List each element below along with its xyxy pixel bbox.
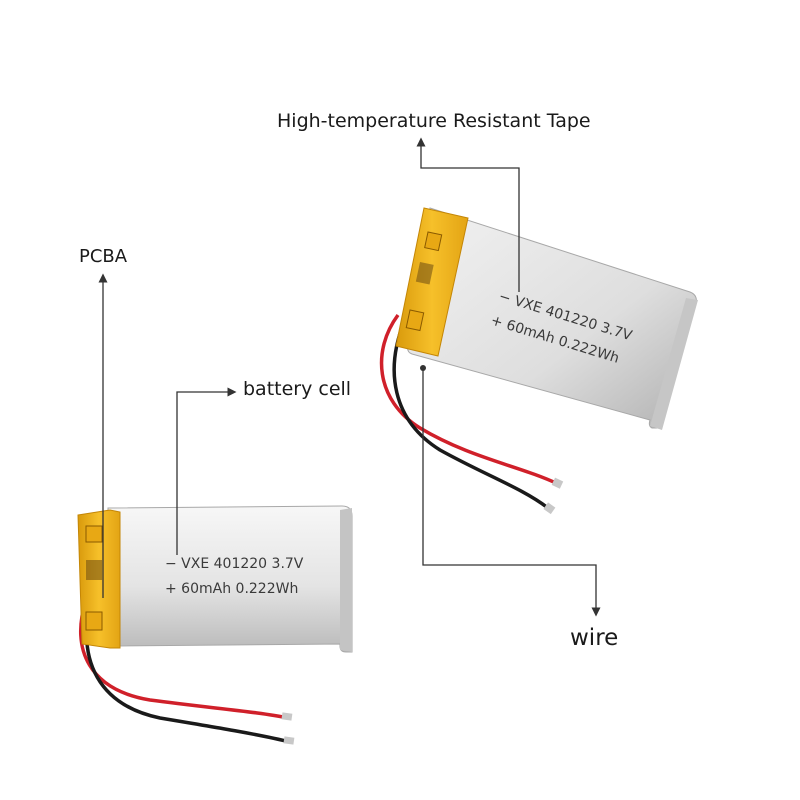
wire-tip-1a	[281, 712, 293, 721]
red-wire-2	[379, 313, 559, 486]
label-pcba: PCBA	[79, 246, 128, 267]
leader-tape	[416, 137, 520, 292]
battery-1-line1: − VXE 401220 3.7V	[165, 556, 304, 572]
pcba-component-1b	[86, 560, 102, 580]
leader-battery-cell	[176, 387, 237, 555]
battery-1: − VXE 401220 3.7V + 60mAh 0.222Wh	[77, 505, 353, 745]
cell-edge-2	[650, 298, 698, 430]
cell-edge-1	[340, 508, 352, 652]
battery-2: − VXE 401220 3.7V + 60mAh 0.222Wh	[379, 207, 698, 515]
cell-body-1	[107, 505, 353, 653]
battery-1-line2: + 60mAh 0.222Wh	[165, 581, 298, 597]
leader-wire	[422, 368, 601, 617]
label-battery-cell: battery cell	[243, 378, 352, 400]
pcba-component-2c	[405, 309, 425, 332]
wire-tip-2a	[551, 477, 564, 489]
pcba-component-2a	[424, 231, 443, 252]
wire-tip-2b	[543, 502, 556, 515]
label-tape: High-temperature Resistant Tape	[277, 110, 591, 132]
cell-body-2	[407, 207, 697, 429]
wire-tip-1b	[283, 736, 295, 745]
label-wire: wire	[570, 625, 619, 651]
pcba-component-1a	[85, 525, 103, 543]
pcba-component-1c	[85, 611, 103, 631]
pcba-component-2b	[415, 262, 434, 285]
black-wire-2	[392, 321, 550, 510]
black-wire-1	[85, 604, 291, 744]
